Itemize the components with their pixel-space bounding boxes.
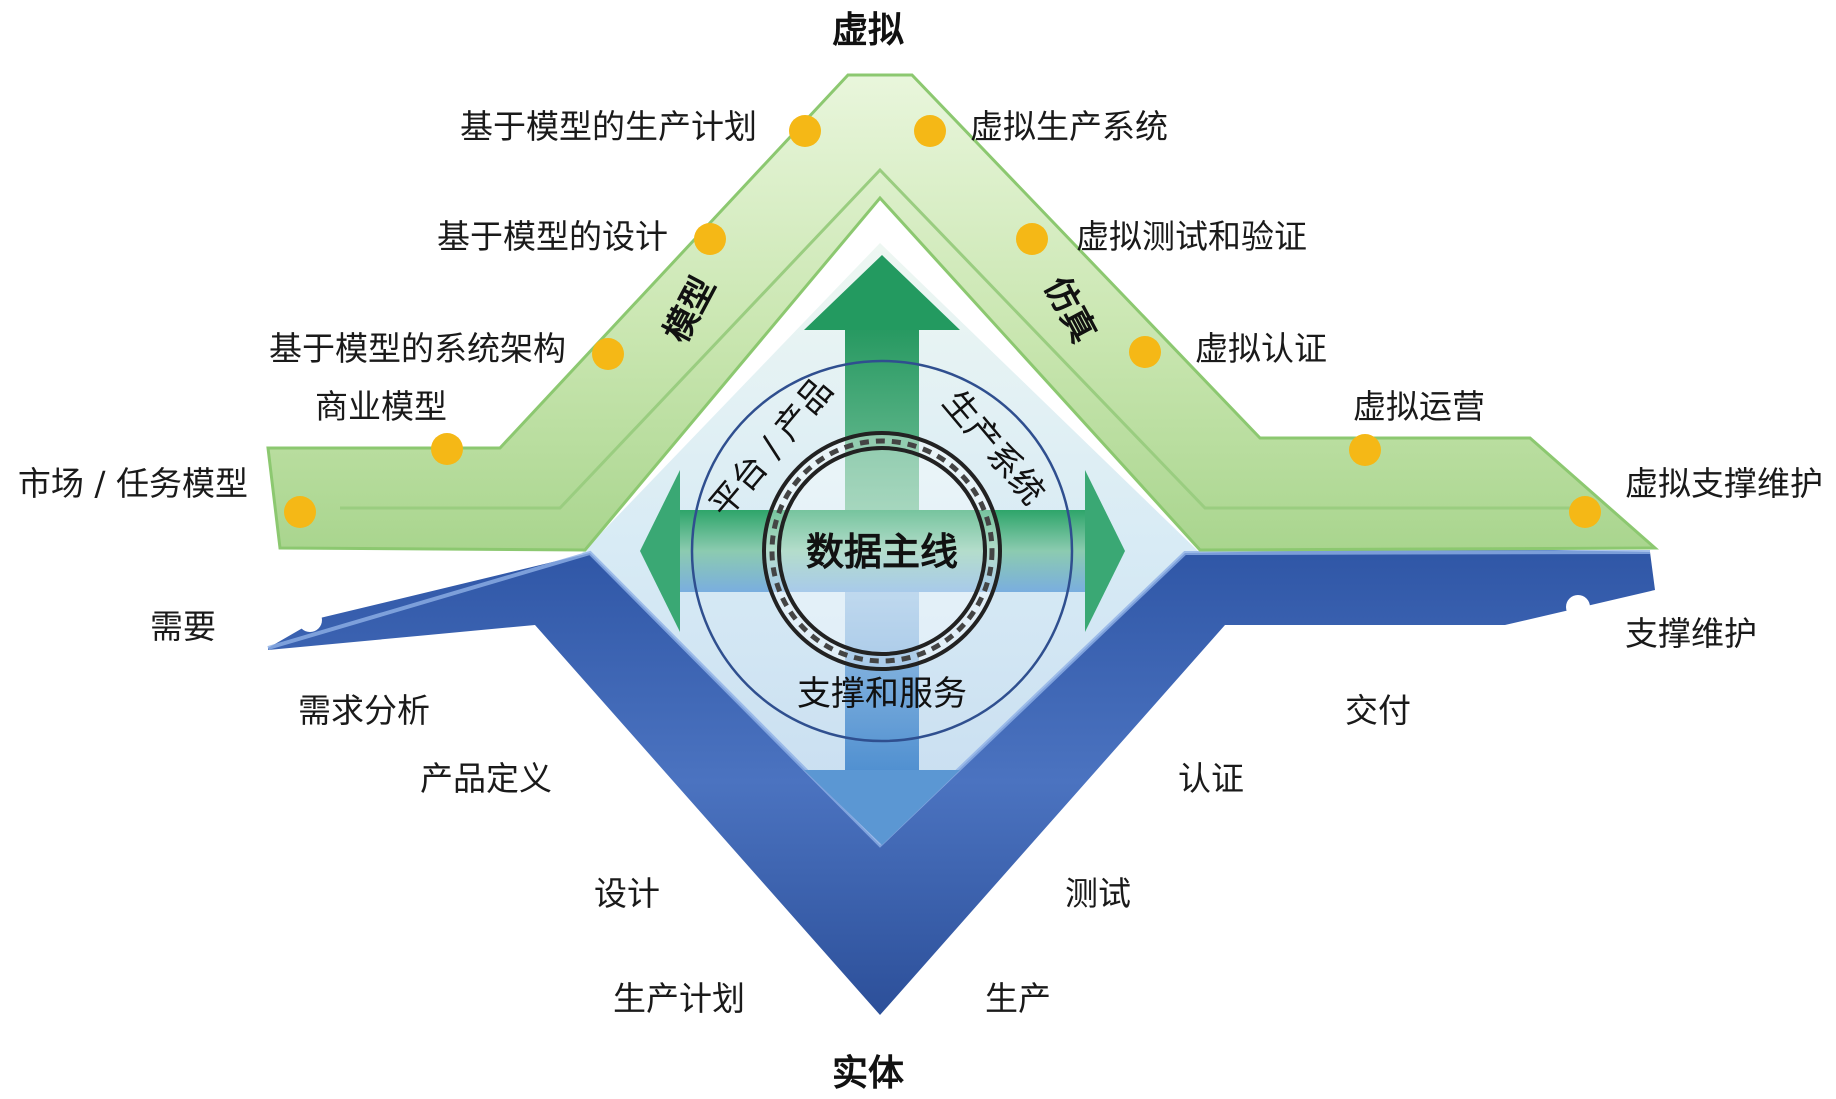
ring-label-support: 支撑和服务: [797, 674, 967, 714]
virtual-left-label: 基于模型的系统架构: [269, 329, 566, 368]
bottom-label: 实体: [832, 1053, 904, 1094]
marker: [592, 338, 624, 370]
physical-band: [268, 548, 1655, 1015]
outer-ring: [690, 359, 1074, 743]
physical-left-label: 生产计划: [613, 979, 745, 1018]
marker: [431, 433, 463, 465]
physical-right-label: 认证: [1178, 759, 1244, 798]
virtual-left-label: 基于模型的设计: [437, 217, 668, 256]
physical-right-label: 交付: [1345, 691, 1411, 730]
virtual-right-label: 虚拟生产系统: [970, 107, 1168, 146]
marker: [1349, 434, 1381, 466]
data-thread-label: 数据主线: [806, 530, 958, 574]
virtual-right-label: 虚拟认证: [1195, 329, 1327, 368]
physical-left-label: 需求分析: [298, 691, 430, 730]
virtual-right-label: 虚拟支撑维护: [1625, 464, 1823, 503]
top-label: 虚拟: [832, 10, 904, 51]
physical-right-label: 支撑维护: [1625, 614, 1757, 653]
virtual-band: [266, 73, 1659, 552]
thread-ring: [762, 431, 1002, 671]
virtual-right-label: 虚拟运营: [1353, 387, 1485, 426]
physical-right-label: 测试: [1065, 874, 1131, 913]
physical-notches: [298, 595, 1590, 1017]
physical-left-label: 设计: [594, 874, 660, 913]
virtual-left-label: 市场 / 任务模型: [18, 464, 248, 503]
physical-right-label: 生产: [985, 979, 1051, 1018]
marker: [914, 115, 946, 147]
physical-left-label: 产品定义: [420, 759, 552, 798]
virtual-markers: [284, 115, 1601, 528]
virtual-left-label: 基于模型的生产计划: [460, 107, 757, 146]
marker: [789, 115, 821, 147]
marker: [694, 223, 726, 255]
marker: [1016, 223, 1048, 255]
virtual-right-label: 虚拟测试和验证: [1076, 217, 1307, 256]
marker: [1129, 336, 1161, 368]
physical-left-label: 需要: [150, 607, 216, 646]
virtual-left-label: 商业模型: [315, 387, 447, 426]
marker: [284, 496, 316, 528]
cross-arrows: [640, 255, 1125, 845]
marker: [1569, 496, 1601, 528]
